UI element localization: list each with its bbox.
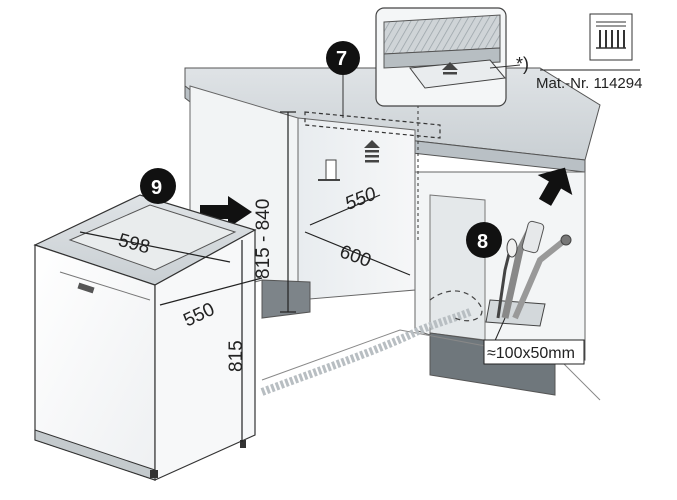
- niche-height-label: 815 - 840: [253, 199, 274, 279]
- appliance-depth-dim-line: [159, 277, 263, 306]
- material-number: Mat.-Nr. 114294: [536, 75, 642, 92]
- step-8-callout: 8: [466, 222, 502, 258]
- bracket-icon: [325, 159, 337, 181]
- vapour-protection-icon: [364, 140, 380, 163]
- drain-hose: [260, 308, 472, 396]
- detail-inset: [375, 7, 521, 107]
- step-7-label: 7: [336, 48, 347, 70]
- niche-depth-dim-line: [309, 194, 381, 226]
- footnote-mark: *): [516, 54, 529, 74]
- water-connections: [496, 220, 572, 320]
- arrow-up-icon: [537, 167, 573, 206]
- niche-width-dim-line: [304, 231, 411, 276]
- dishwasher-top-panel: [68, 204, 237, 271]
- kitchen-niche: [184, 67, 601, 401]
- dishwasher-side: [154, 228, 256, 481]
- floor-line: [261, 329, 601, 401]
- step-7-callout: 7: [326, 41, 360, 118]
- door-handle: [77, 282, 95, 294]
- vapour-strip-outline: [304, 111, 441, 139]
- appliance-height-label: 815: [226, 340, 247, 372]
- dishwasher-plinth: [34, 429, 156, 481]
- left-cabinet-plinth: [261, 279, 311, 319]
- step-9-callout: 9: [140, 168, 176, 204]
- concealed-hose-path: [429, 290, 483, 322]
- accessory-bag-icon: [589, 13, 633, 61]
- arrow-right-icon: [200, 196, 252, 228]
- floor-opening-callout: ≈100x50mm: [483, 317, 585, 365]
- vapour-protection-icon: [442, 62, 458, 75]
- dishwasher: [33, 194, 263, 481]
- step-9-label: 9: [151, 177, 162, 199]
- step-8-label: 8: [477, 231, 488, 253]
- floor-opening-label: ≈100x50mm: [487, 345, 575, 362]
- appliance-width-dim-line: [79, 231, 231, 263]
